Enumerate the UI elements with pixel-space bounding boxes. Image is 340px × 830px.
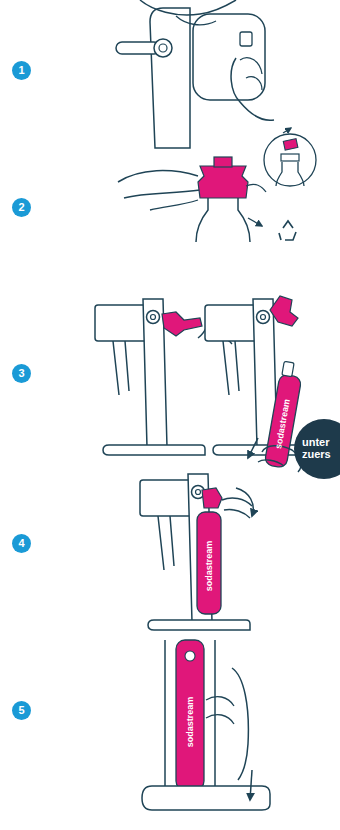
step-number: 4 (12, 534, 31, 553)
step3-figure (95, 296, 315, 472)
step-number-text: 2 (18, 202, 24, 213)
step-number: 2 (12, 198, 31, 217)
step-number-text: 1 (18, 65, 24, 76)
step-number: 5 (12, 701, 31, 720)
step-number: 3 (12, 364, 31, 383)
step2-figure (118, 128, 316, 242)
cylinder-brand-label: sodastream (205, 541, 214, 592)
step-number-text: 3 (18, 368, 24, 379)
cylinder-brand-label: sodastream (274, 398, 292, 449)
step-number-text: 4 (18, 538, 24, 549)
step-number: 1 (12, 61, 31, 80)
badge-text: unter zuers (302, 437, 336, 460)
cylinder-brand-label: sodastream (186, 697, 195, 748)
step-number-text: 5 (18, 705, 24, 716)
step1-figure (116, 0, 274, 148)
hint-badge: unter zuers (294, 419, 340, 479)
step4-figure (140, 474, 253, 630)
step5-figure (142, 640, 270, 810)
